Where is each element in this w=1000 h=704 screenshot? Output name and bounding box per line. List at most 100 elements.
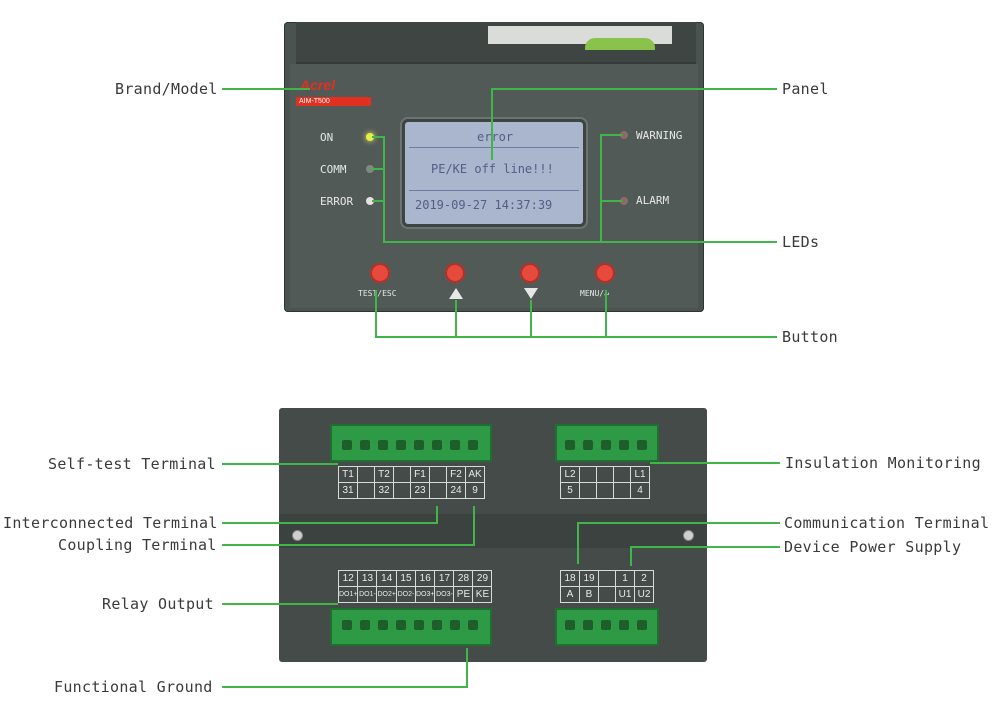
back-middle-band xyxy=(279,514,707,548)
connector-pin xyxy=(414,440,424,450)
lcd-line-2: PE/KE off line!!! xyxy=(431,162,554,176)
terminal-cell: 12 xyxy=(337,570,359,587)
up-arrow-icon xyxy=(449,288,463,299)
connector-pin xyxy=(601,620,611,630)
terminal-cell: 14 xyxy=(376,570,397,587)
terminal-cell: AK xyxy=(465,466,485,483)
lead-ground-h xyxy=(222,686,468,688)
connector-pin xyxy=(342,440,352,450)
terminal-cell: DO1- xyxy=(357,586,378,603)
terminal-cell: PE xyxy=(453,586,474,603)
callout-interconnected: Interconnected Terminal xyxy=(3,514,218,532)
terminal-cell: 15 xyxy=(395,570,416,587)
menu-label-text: MENU/ xyxy=(580,289,605,298)
lead-leds-h xyxy=(383,241,777,243)
menu-enter-button[interactable] xyxy=(595,263,615,283)
terminal-cell: 28 xyxy=(453,570,474,587)
terminal-cell xyxy=(393,466,411,483)
terminal-cell: DO2+ xyxy=(376,586,397,603)
callout-insulation: Insulation Monitoring xyxy=(785,454,981,472)
lead-interconnected-h xyxy=(222,522,437,524)
terminal-cell: 2 xyxy=(634,570,654,587)
connector-pin xyxy=(378,620,388,630)
callout-power: Device Power Supply xyxy=(784,538,962,556)
lead-brand-model xyxy=(222,88,310,90)
led-warning xyxy=(620,131,628,139)
lead-power-h xyxy=(630,546,780,548)
terminal-cell xyxy=(393,482,411,499)
terminal-cell xyxy=(613,482,631,499)
lead-button-4 xyxy=(605,290,607,337)
terminal-cell: 31 xyxy=(338,482,358,499)
terminal-cell: 4 xyxy=(630,482,650,499)
lcd-display: error PE/KE off line!!! 2019-09-27 14:37… xyxy=(402,119,586,227)
test-esc-label: TEST/ESC xyxy=(358,289,397,298)
connector-insulation xyxy=(555,424,659,462)
terminal-cell: T1 xyxy=(338,466,358,483)
connector-pin xyxy=(637,620,647,630)
lcd-line-3: 2019-09-27 14:37:39 xyxy=(415,198,553,212)
terminal-cell: 17 xyxy=(434,570,455,587)
connector-communication xyxy=(555,608,659,646)
terminal-cell: 19 xyxy=(579,570,599,587)
led-label-alarm: ALARM xyxy=(636,194,670,207)
terminal-table-insulation: L2 L1 5 4 xyxy=(560,466,650,499)
up-button[interactable] xyxy=(445,263,465,283)
lead-button-3 xyxy=(530,300,532,337)
connector-pin xyxy=(396,620,406,630)
lead-ground-v xyxy=(466,648,468,688)
lead-insulation xyxy=(650,462,780,464)
terminal-cell: 23 xyxy=(410,482,430,499)
terminal-cell xyxy=(357,482,375,499)
screw-right-icon xyxy=(683,530,694,541)
terminal-cell xyxy=(598,586,616,603)
terminal-cell: KE xyxy=(472,586,493,603)
callout-self-test: Self-test Terminal xyxy=(48,455,216,473)
lead-button-1 xyxy=(375,290,377,337)
lead-led-warning xyxy=(600,134,622,136)
test-esc-button[interactable] xyxy=(370,263,390,283)
connector-pin xyxy=(360,440,370,450)
connector-pin xyxy=(565,440,575,450)
lead-communication-h xyxy=(577,522,780,524)
terminal-cell: 13 xyxy=(357,570,378,587)
callout-brand-model: Brand/Model xyxy=(115,80,218,98)
callout-relay: Relay Output xyxy=(102,595,214,613)
connector-pin xyxy=(450,440,460,450)
callout-leds: LEDs xyxy=(782,233,820,251)
lead-coupling-h xyxy=(222,544,474,546)
terminal-cell: 32 xyxy=(374,482,394,499)
connector-pin xyxy=(414,620,424,630)
lcd-line-1: error xyxy=(477,130,514,144)
lead-button-2 xyxy=(455,300,457,337)
terminal-cell: 16 xyxy=(414,570,436,587)
terminal-table-communication: 18 19 1 2 A B U1 U2 xyxy=(560,570,654,603)
connector-relay xyxy=(330,608,492,646)
lead-panel-h xyxy=(491,88,777,90)
connector-pin xyxy=(378,440,388,450)
connector-pin xyxy=(468,440,478,450)
connector-pin xyxy=(432,440,442,450)
terminal-cell xyxy=(598,570,616,587)
connector-pin xyxy=(619,440,629,450)
terminal-cell: B xyxy=(579,586,599,603)
lead-leds-right-v xyxy=(600,134,602,242)
brand-logo: Acrel xyxy=(300,77,336,93)
connector-pin xyxy=(583,440,593,450)
connector-pin xyxy=(601,440,611,450)
connector-self-test xyxy=(330,424,492,462)
terminal-cell: DO1+ xyxy=(337,586,359,603)
terminal-cell: A xyxy=(560,586,580,603)
down-button[interactable] xyxy=(520,263,540,283)
model-label: AIM-T500 xyxy=(296,97,371,106)
terminal-cell: 18 xyxy=(560,570,580,587)
connector-pin xyxy=(619,620,629,630)
green-sticker xyxy=(585,38,655,50)
led-label-comm: COMM xyxy=(320,163,347,176)
connector-pin xyxy=(637,440,647,450)
callout-button: Button xyxy=(782,328,838,346)
terminal-cell xyxy=(613,466,631,483)
terminal-cell: 5 xyxy=(560,482,580,499)
connector-pin xyxy=(583,620,593,630)
terminal-cell: DO3+ xyxy=(414,586,436,603)
